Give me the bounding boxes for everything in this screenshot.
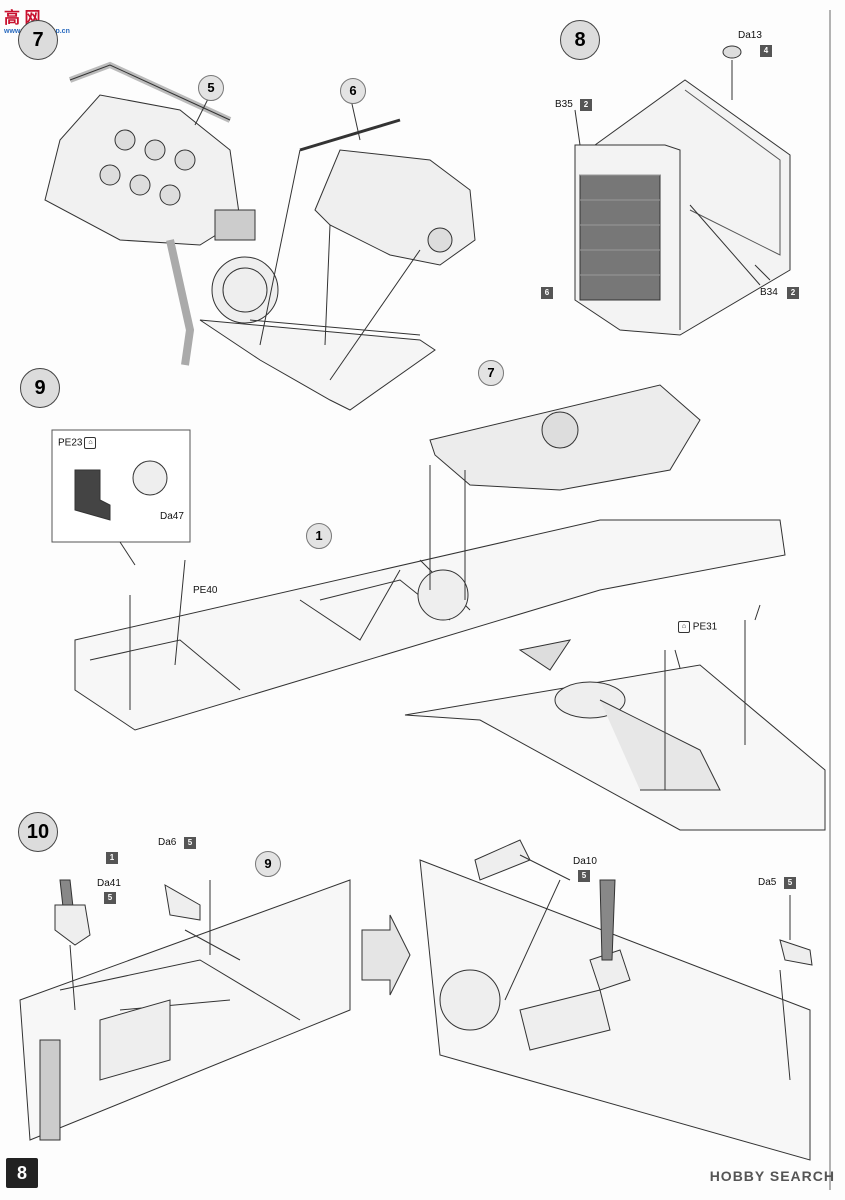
- subassembly-1: 1: [306, 523, 332, 549]
- step-number-8: 8: [560, 20, 600, 60]
- part-label-pe31: ⌂ PE31: [676, 621, 717, 633]
- step-number-10: 10: [18, 812, 58, 852]
- part-label-da47: Da47: [160, 511, 184, 522]
- sprue-badge-da41: 5: [104, 892, 116, 904]
- subassembly-7: 7: [478, 360, 504, 386]
- sprue-badge-b34: 2: [787, 287, 799, 299]
- step-number-7: 7: [18, 20, 58, 60]
- footer-watermark: HOBBY SEARCH: [709, 1168, 835, 1184]
- sprue-badge-lever: 1: [106, 852, 118, 864]
- sprue-badge-b35: 2: [580, 99, 592, 111]
- step7-drawing: [44, 61, 476, 411]
- photo-etch-icon: ⌂: [678, 621, 690, 633]
- part-label-pe40: PE40: [193, 585, 218, 596]
- part-label-da6: Da6: [158, 837, 177, 848]
- part-label-da10: Da10: [573, 856, 597, 867]
- step8-drawing: [574, 45, 791, 336]
- part-label-b34: B34: [760, 287, 778, 298]
- part-label-da13: Da13: [738, 30, 762, 41]
- step9-drawing: [51, 384, 826, 831]
- sprue-badge-da13: 4: [760, 45, 772, 57]
- subassembly-5: 5: [198, 75, 224, 101]
- step10-drawing: [19, 839, 813, 1161]
- part-label-pe23: PE23⌂: [58, 437, 97, 449]
- sprue-badge-da10: 5: [578, 870, 590, 882]
- part-label-b35: B35: [555, 99, 573, 110]
- step-number-9: 9: [20, 368, 60, 408]
- subassembly-6: 6: [340, 78, 366, 104]
- page-number: 8: [6, 1158, 38, 1188]
- photo-etch-icon: ⌂: [84, 437, 97, 449]
- sprue-badge-da6: 5: [184, 837, 196, 849]
- part-label-da41: Da41: [97, 878, 121, 889]
- subassembly-9: 9: [255, 851, 281, 877]
- sprue-badge-grille: 6: [541, 287, 553, 299]
- sprue-badge-da5: 5: [784, 877, 796, 889]
- part-label-da5: Da5: [758, 877, 777, 888]
